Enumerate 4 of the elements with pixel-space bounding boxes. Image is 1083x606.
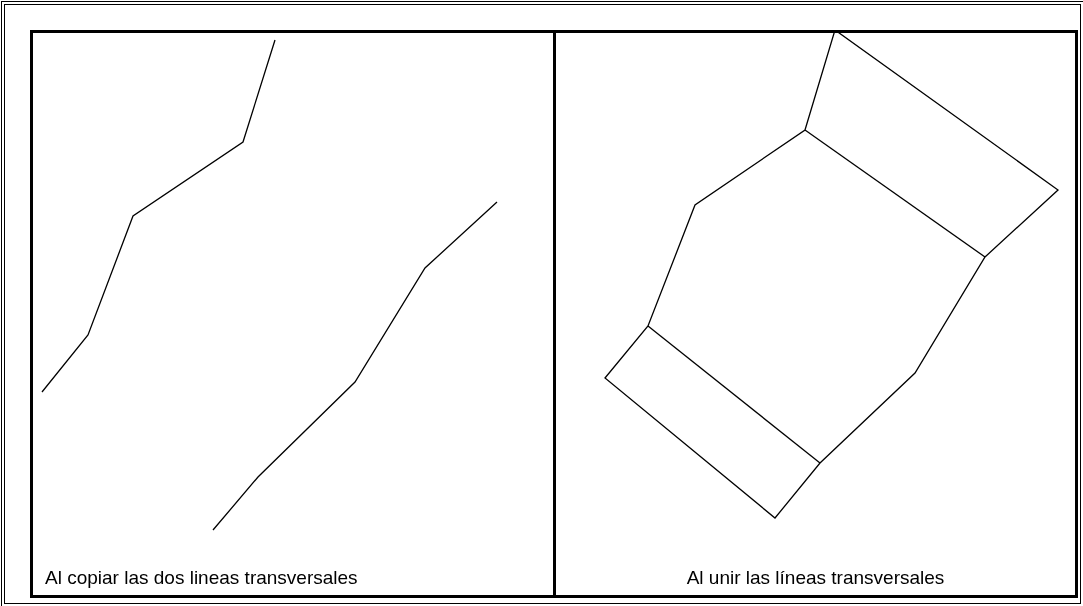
panel-label: Al copiar las dos lineas transversales [45, 567, 358, 589]
panel-box [553, 30, 1078, 598]
panel-box [30, 30, 556, 598]
panel-label: Al unir las líneas transversales [686, 567, 945, 589]
